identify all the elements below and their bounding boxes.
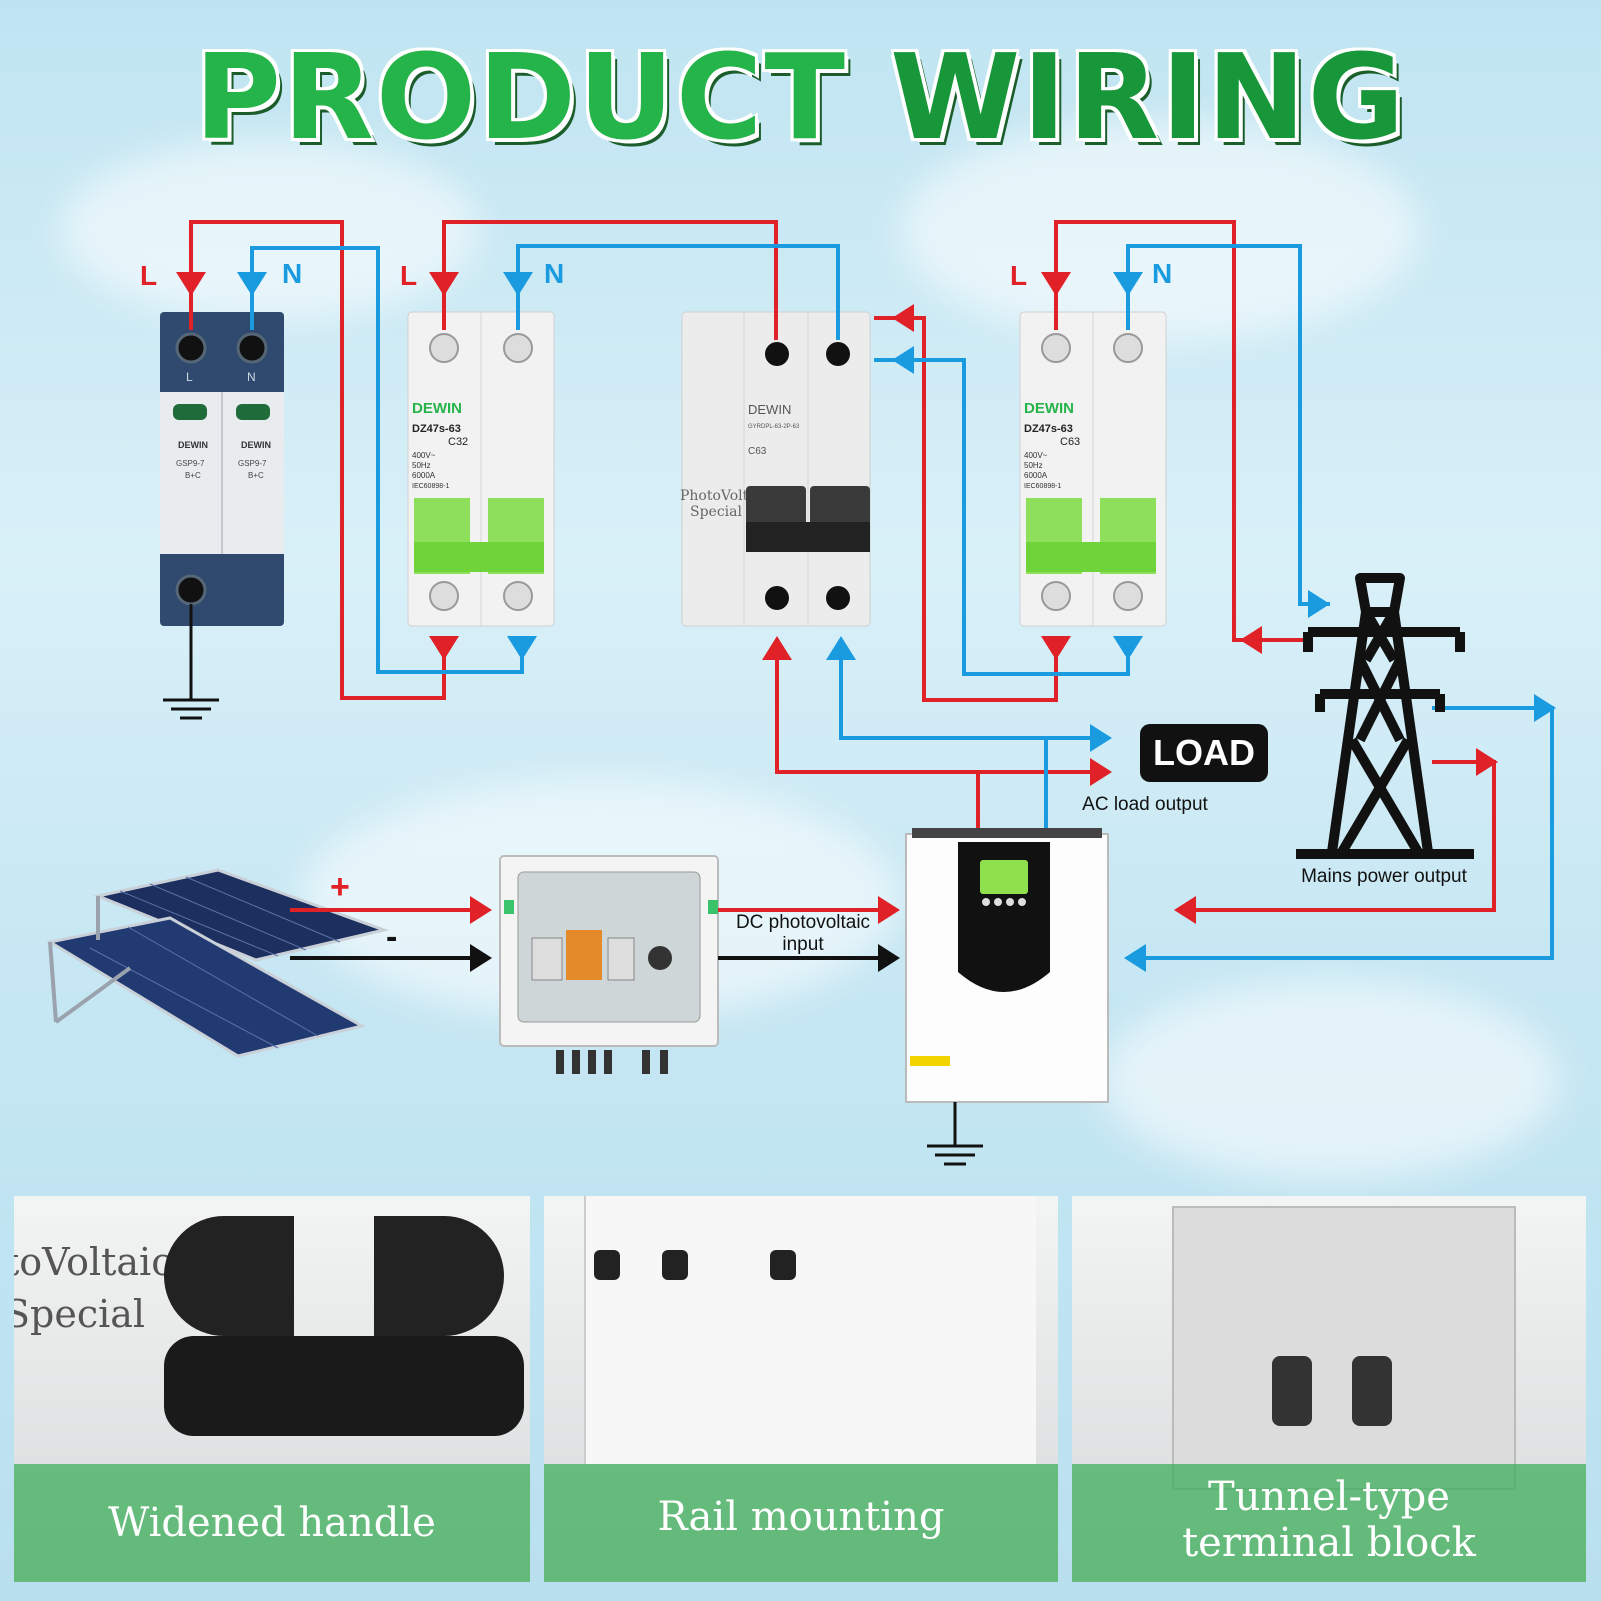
panel-overlay-line1: toVoltaic: [14, 1240, 173, 1284]
label-neutral: N: [544, 258, 565, 289]
detail-panel-handle: toVoltaic Special Widened handle: [14, 1196, 530, 1582]
panel-caption-line2: terminal block: [1182, 1520, 1476, 1566]
wires-dc: [290, 908, 878, 960]
rail-graphic: [584, 1196, 1036, 1464]
ats-side-line2: Special: [690, 504, 743, 520]
label-pv-negative: -: [386, 918, 398, 956]
dc-input-caption: DC photovoltaic input: [718, 912, 888, 956]
direction-arrows: [176, 272, 1556, 972]
spd-term-n: N: [247, 370, 256, 384]
mcb1-brand: DEWIN: [412, 400, 462, 417]
title-word-2: WIRING: [890, 28, 1407, 166]
rail-slot: [770, 1250, 796, 1280]
breaker-c63: DEWIN DZ47s-63 C63 400V~ 50Hz 6000A IEC6…: [1019, 311, 1167, 627]
spd-class-1: B+C: [185, 471, 201, 480]
mcb1-std: IEC60898-1: [412, 483, 449, 490]
panel-overlay-line2: Special: [14, 1292, 146, 1336]
mcb1-model: DZ47s-63: [412, 423, 461, 435]
ats-brand: DEWIN: [748, 402, 791, 417]
wires-spd-mcb1: [189, 220, 840, 700]
mcb2-spec1: 400V~: [1024, 451, 1048, 460]
dc-input-line1: DC photovoltaic: [735, 912, 871, 933]
mcb2-std: IEC60898-1: [1024, 483, 1061, 490]
cloud: [60, 140, 480, 320]
panel-caption-line1: Tunnel-type: [1208, 1474, 1450, 1520]
page-title: PRODUCT WIRING: [0, 28, 1601, 166]
panel-caption: Tunnel-type terminal block: [1072, 1464, 1586, 1582]
changeover-switch: DEWIN GYRDPL-63-2P-63 C63 PhotoVoltaic S…: [680, 311, 871, 627]
combiner-box-icon: [499, 855, 719, 1074]
terminal-hole: [1352, 1356, 1392, 1426]
label-pv-positive: +: [330, 868, 350, 906]
label-live: L: [1010, 260, 1028, 291]
mcb2-rating: C63: [1060, 436, 1080, 448]
mcb2-spec3: 6000A: [1024, 471, 1048, 480]
label-live: L: [400, 260, 418, 291]
inverter-icon: [905, 828, 1109, 1103]
mcb1-spec3: 6000A: [412, 471, 436, 480]
spd-brand-2: DEWIN: [241, 440, 271, 450]
spd-model-1: GSP9-7: [176, 459, 205, 468]
surge-protector: L N DEWIN DEWIN GSP9-7 GSP9-7 B+C B+C: [160, 312, 284, 626]
cloud: [1100, 980, 1560, 1180]
label-neutral: N: [1152, 258, 1173, 289]
label-neutral: N: [282, 258, 303, 289]
load-badge: LOAD: [1140, 724, 1268, 782]
solar-panel-icon: [45, 868, 390, 1058]
ground-icon: [163, 604, 219, 720]
mcb2-spec2: 50Hz: [1024, 461, 1043, 470]
ground-icon: [927, 1102, 983, 1166]
mcb2-model: DZ47s-63: [1024, 423, 1073, 435]
panel-caption-text: Widened handle: [108, 1500, 436, 1546]
spd-class-2: B+C: [248, 471, 264, 480]
mcb1-spec1: 400V~: [412, 451, 436, 460]
rail-slot: [594, 1250, 620, 1280]
panel-caption: Widened handle: [14, 1464, 530, 1582]
label-live: L: [140, 260, 158, 291]
spd-brand-1: DEWIN: [178, 440, 208, 450]
mcb2-brand: DEWIN: [1024, 400, 1074, 417]
panel-caption-text: Rail mounting: [657, 1494, 945, 1540]
ats-model: GYRDPL-63-2P-63: [748, 424, 800, 430]
spd-model-2: GSP9-7: [238, 459, 267, 468]
mcb1-spec2: 50Hz: [412, 461, 431, 470]
spd-term-l: L: [186, 370, 193, 384]
mcb1-rating: C32: [448, 436, 468, 448]
transmission-tower-icon: [1296, 573, 1474, 859]
handle-graphic: [374, 1216, 504, 1336]
handle-graphic: [164, 1336, 524, 1436]
handle-graphic: [164, 1216, 294, 1336]
breaker-c32: DEWIN DZ47s-63 C32 400V~ 50Hz 6000A IEC6…: [407, 311, 555, 627]
panel-overlay-text: toVoltaic Special: [14, 1236, 173, 1340]
terminal-hole: [1272, 1356, 1312, 1426]
rail-slot: [662, 1250, 688, 1280]
detail-panel-rail: Rail mounting: [544, 1196, 1058, 1582]
mains-caption: Mains power output: [1301, 866, 1467, 887]
title-word-1: PRODUCT: [194, 28, 847, 166]
ats-rating: C63: [748, 446, 767, 457]
detail-panel-terminal: Tunnel-type terminal block: [1072, 1196, 1586, 1582]
panel-caption: Rail mounting: [544, 1464, 1058, 1582]
dc-input-line2: input: [782, 934, 824, 955]
terminal-graphic: [1172, 1206, 1516, 1490]
cloud: [900, 120, 1420, 340]
load-caption: AC load output: [1082, 794, 1208, 815]
